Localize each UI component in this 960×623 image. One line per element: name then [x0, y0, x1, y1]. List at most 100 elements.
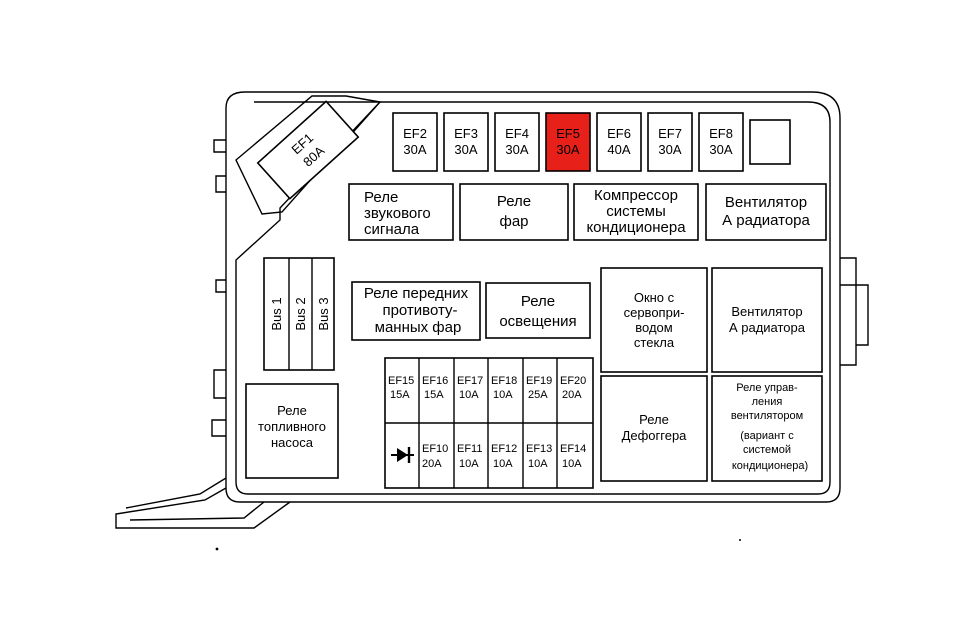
- fuse-rating: 15A: [390, 389, 410, 401]
- relay-headlights[interactable]: Реле фар: [459, 183, 569, 241]
- fuse-ef2[interactable]: EF2 30A: [392, 112, 438, 172]
- fuse-id: EF12: [491, 443, 517, 455]
- bus-1-label: Bus 1: [269, 297, 284, 330]
- relay-defogger[interactable]: Реле Дефоггера: [600, 375, 708, 482]
- fuse-id: EF14: [560, 443, 586, 455]
- fuse-ef15[interactable]: EF15 15A: [388, 375, 414, 401]
- fuse-rating: 25A: [528, 389, 548, 401]
- fuse-id: EF2: [403, 126, 427, 141]
- relay-radiator-fan-a-top[interactable]: Вентилятор А радиатора: [705, 183, 827, 241]
- spare-slot[interactable]: [749, 119, 791, 165]
- relay-headlights-line1: Реле: [497, 193, 531, 210]
- fuse-id: EF17: [457, 375, 483, 387]
- relay-fog-lights[interactable]: Реле передних противоту- манных фар: [351, 281, 481, 341]
- fuse-id: EF20: [560, 375, 586, 387]
- fuse-ef6[interactable]: EF6 40A: [596, 112, 642, 172]
- fuse-rating: 10A: [459, 458, 479, 470]
- fuse-rating: 30A: [454, 142, 477, 157]
- fuse-rating: 30A: [505, 142, 528, 157]
- relay-fan-line2: А радиатора: [729, 320, 806, 335]
- fuse-id: EF13: [526, 443, 552, 455]
- relay-fan-ctrl-line3: вентилятором: [731, 410, 803, 422]
- fuse-ef12[interactable]: EF12 10A: [491, 443, 517, 470]
- relay-lighting-line2: освещения: [499, 313, 576, 330]
- fuse-ef3[interactable]: EF3 30A: [443, 112, 489, 172]
- fuse-ef18[interactable]: EF18 10A: [491, 375, 517, 401]
- relay-fuel-pump[interactable]: Реле топливного насоса: [245, 383, 339, 479]
- fuse-id: EF15: [388, 375, 414, 387]
- relay-power-window[interactable]: Окно с сервопри- водом стекла: [600, 267, 708, 373]
- diode-icon: [391, 447, 414, 463]
- fuse-rating: 10A: [459, 389, 479, 401]
- fuse-rating: 20A: [562, 389, 582, 401]
- fuse-ef13[interactable]: EF13 10A: [526, 443, 552, 470]
- relay-defogger-line1: Реле: [639, 412, 669, 427]
- relay-fuel-line3: насоса: [271, 435, 314, 450]
- fuse-rating: 10A: [528, 458, 548, 470]
- fuse-ef8[interactable]: EF8 30A: [698, 112, 744, 172]
- mini-fuse-grid: [384, 357, 594, 489]
- relay-window-line1: Окно с: [634, 290, 675, 305]
- relay-ac-compressor[interactable]: Компрессор системы кондиционера: [573, 183, 699, 241]
- fuse-id: EF10: [422, 443, 448, 455]
- fuse-ef16[interactable]: EF16 15A: [422, 375, 448, 401]
- fuse-rating: 40A: [607, 142, 630, 157]
- relay-window-line4: стекла: [634, 335, 675, 350]
- fuse-ef10[interactable]: EF10 20A: [422, 443, 448, 470]
- fuse-rating: 20A: [422, 458, 442, 470]
- relay-horn-line2: звукового: [364, 205, 431, 222]
- fuse-id: EF4: [505, 126, 529, 141]
- relay-fog-line1: Реле передних: [364, 285, 469, 302]
- relay-lighting-line1: Реле: [521, 293, 555, 310]
- relay-headlights-line2: фар: [499, 213, 528, 230]
- fuse-ef14[interactable]: EF14 10A: [560, 443, 586, 470]
- relay-fuel-line1: Реле: [277, 403, 307, 418]
- diode[interactable]: [391, 447, 414, 463]
- fuse-ef17[interactable]: EF17 10A: [457, 375, 483, 401]
- relay-horn-line1: Реле: [364, 189, 398, 206]
- fuse-ef7[interactable]: EF7 30A: [647, 112, 693, 172]
- fuse-ef5-highlight: [545, 112, 591, 172]
- fuse-rating: 30A: [556, 142, 579, 157]
- fuse-rating: 30A: [658, 142, 681, 157]
- fuse-ef20[interactable]: EF20 20A: [560, 375, 586, 401]
- fuse-rating: 30A: [709, 142, 732, 157]
- relay-fog-line2: противоту-: [382, 302, 457, 319]
- relay-window-line3: водом: [635, 320, 673, 335]
- relay-lighting[interactable]: Реле освещения: [485, 282, 591, 339]
- housing-outline: [115, 91, 869, 551]
- fuse-id: EF7: [658, 126, 682, 141]
- fuse-rating: 10A: [562, 458, 582, 470]
- relay-fan-line1: Вентилятор: [731, 304, 802, 319]
- fuse-ef11[interactable]: EF11 10A: [457, 443, 482, 470]
- bus-2-label: Bus 2: [293, 297, 308, 330]
- fuse-ef4[interactable]: EF4 30A: [494, 112, 540, 172]
- relay-fan-ctrl-line4: (вариант с: [740, 430, 794, 442]
- relay-defogger-line2: Дефоггера: [622, 428, 688, 443]
- relay-fan-ctrl-line6: кондиционера): [732, 460, 808, 472]
- relay-horn-line3: сигнала: [364, 221, 420, 238]
- fuse-rating: 15A: [424, 389, 444, 401]
- fuse-id: EF11: [457, 443, 482, 455]
- relay-fan-ctrl-line5: системой: [743, 444, 791, 456]
- relay-fuel-line2: топливного: [258, 419, 326, 434]
- relay-ac-line1: Компрессор: [594, 187, 678, 204]
- bus-3-label: Bus 3: [316, 297, 331, 330]
- fuse-id: EF18: [491, 375, 517, 387]
- relay-radiator-fan-a[interactable]: Вентилятор А радиатора: [711, 267, 823, 373]
- fuse-id: EF19: [526, 375, 552, 387]
- fuse-id: EF8: [709, 126, 733, 141]
- fuse-id: EF5: [556, 126, 580, 141]
- fuse-ef5[interactable]: EF5 30A: [545, 112, 591, 172]
- relay-fan-ctrl-line2: ления: [752, 396, 783, 408]
- relay-fan-top-line1: Вентилятор: [725, 194, 807, 211]
- relay-horn[interactable]: Реле звукового сигнала: [348, 183, 454, 241]
- relay-fan-top-line2: А радиатора: [722, 212, 810, 229]
- fuse-ef1[interactable]: EF1 80A: [235, 95, 382, 215]
- fuse-id: EF6: [607, 126, 631, 141]
- relay-ac-line3: кондиционера: [586, 219, 686, 236]
- relay-window-line2: сервопри-: [624, 305, 685, 320]
- fuse-ef19[interactable]: EF19 25A: [526, 375, 552, 401]
- relay-fan-control[interactable]: Реле управ- ления вентилятором (вариант …: [711, 375, 823, 482]
- fuse-rating: 10A: [493, 458, 513, 470]
